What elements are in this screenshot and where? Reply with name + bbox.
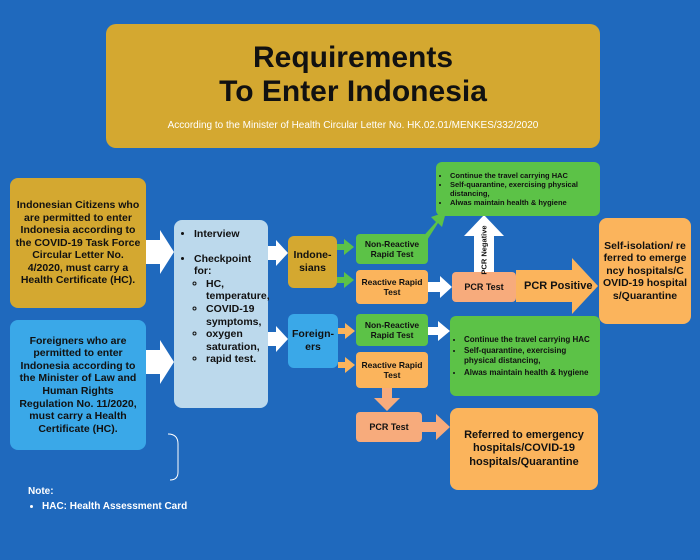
mid-green-item: Continue the travel carrying HAC: [464, 335, 596, 345]
note-list: HAC: Health Assessment Card: [28, 501, 187, 512]
mid-green-item: Self-quarantine, exercising physical dis…: [464, 346, 596, 365]
arrow-reactive-to-pcr: [428, 276, 452, 298]
top-green-item: Alwas maintain health & hygiene: [450, 198, 596, 207]
checkpoint-label: Checkpoint for:: [194, 252, 252, 278]
foreigners-text: Foreigners who are permitted to enter In…: [19, 334, 137, 435]
arrow-indonesians-to-nonreactive: [337, 239, 354, 255]
checkpoint-subitem: HC, temperature,: [206, 278, 270, 303]
top-green-list: Continue the travel carrying HAC Self-qu…: [440, 171, 596, 207]
referred-box: Referred to emergency hospitals/COVID-19…: [450, 408, 598, 490]
pcr-positive-label: PCR Positive: [524, 280, 593, 292]
top-green-item: Continue the travel carrying HAC: [450, 171, 596, 180]
arrow-reactive-down-to-pcr: [374, 388, 400, 411]
decorative-bracket: [167, 433, 179, 481]
reactive-label: Reactive Rapid Test: [361, 276, 423, 297]
arrow-foreigners-to-interview: [146, 340, 174, 384]
top-green-item: Self-quarantine, exercising physical dis…: [450, 180, 596, 198]
arrow-pcr-to-referred: [422, 414, 450, 440]
note-item: HAC: Health Assessment Card: [42, 501, 187, 512]
pcr-test-box: PCR Test: [452, 272, 516, 302]
interview-list: Interview Checkpoint for: HC, temperatur…: [180, 228, 270, 366]
nonreactive-label: Non-Reactive Rapid Test: [364, 319, 420, 340]
checkpoint-subitem: oxygen saturation,: [206, 328, 270, 353]
pcr-test-bottom-box: PCR Test: [356, 412, 422, 442]
referred-text: Referred to emergency hospitals/COVID-19…: [464, 429, 584, 468]
nonreactive-label: Non-Reactive Rapid Test: [364, 238, 420, 259]
title-subtitle: According to the Minister of Health Circ…: [167, 119, 539, 131]
citizens-text: Indonesian Citizens who are permitted to…: [15, 198, 141, 287]
top-green-box: Continue the travel carrying HAC Self-qu…: [436, 162, 600, 216]
title-line1: Requirements: [252, 40, 454, 74]
self-isolation-text: Self-isolation/ referred to emergency ho…: [603, 239, 688, 302]
pcr-test-label: PCR Test: [464, 281, 504, 292]
arrow-interview-to-foreigners: [268, 326, 288, 352]
title-box: Requirements To Enter Indonesia Accordin…: [106, 24, 600, 148]
checkpoint-sublist: HC, temperature, COVID-19 symptoms, oxyg…: [194, 278, 270, 366]
reactive-label: Reactive Rapid Test: [361, 359, 423, 380]
reactive-indonesians-box: Reactive Rapid Test: [356, 270, 428, 304]
self-isolation-box: Self-isolation/ referred to emergency ho…: [599, 218, 691, 324]
checkpoint-item: Checkpoint for: HC, temperature, COVID-1…: [194, 253, 270, 366]
pcr-test-label: PCR Test: [369, 421, 409, 432]
arrow-interview-to-indonesians: [268, 240, 288, 266]
nonreactive-indonesians-box: Non-Reactive Rapid Test: [356, 234, 428, 264]
arrow-foreigners-to-nonreactive: [338, 323, 355, 339]
arrow-nonreactive-to-mid-green: [428, 321, 450, 341]
reactive-foreigners-box: Reactive Rapid Test: [356, 352, 428, 388]
interview-box: Interview Checkpoint for: HC, temperatur…: [174, 220, 270, 408]
foreigners-label-box: Foreign-ers: [288, 314, 338, 368]
indonesians-label: Indone-sians: [293, 249, 332, 274]
citizens-box: Indonesian Citizens who are permitted to…: [10, 178, 146, 308]
nonreactive-foreigners-box: Non-Reactive Rapid Test: [356, 314, 428, 346]
arrow-pcr-negative: [464, 215, 504, 272]
mid-green-list: Continue the travel carrying HAC Self-qu…: [454, 335, 596, 377]
checkpoint-subitem: COVID-19 symptoms,: [206, 303, 270, 328]
pcr-negative-label: PCR Negative: [479, 225, 489, 275]
mid-green-item: Alwas maintain health & hygiene: [464, 368, 596, 378]
note-title: Note:: [28, 486, 54, 497]
arrow-indonesians-to-reactive: [337, 272, 354, 288]
mid-green-box: Continue the travel carrying HAC Self-qu…: [450, 316, 600, 396]
foreigners-box: Foreigners who are permitted to enter In…: [10, 320, 146, 450]
arrow-pcr-positive: [516, 258, 598, 314]
checkpoint-subitem: rapid test.: [206, 353, 270, 366]
foreigners-label: Foreign-ers: [292, 328, 334, 353]
title-line2: To Enter Indonesia: [219, 75, 487, 108]
arrow-foreigners-to-reactive: [338, 357, 355, 373]
note: Note: HAC: Health Assessment Card: [28, 486, 187, 512]
indonesians-box: Indone-sians: [288, 236, 337, 288]
interview-item: Interview: [194, 228, 270, 241]
arrow-citizens-to-interview: [146, 230, 174, 274]
